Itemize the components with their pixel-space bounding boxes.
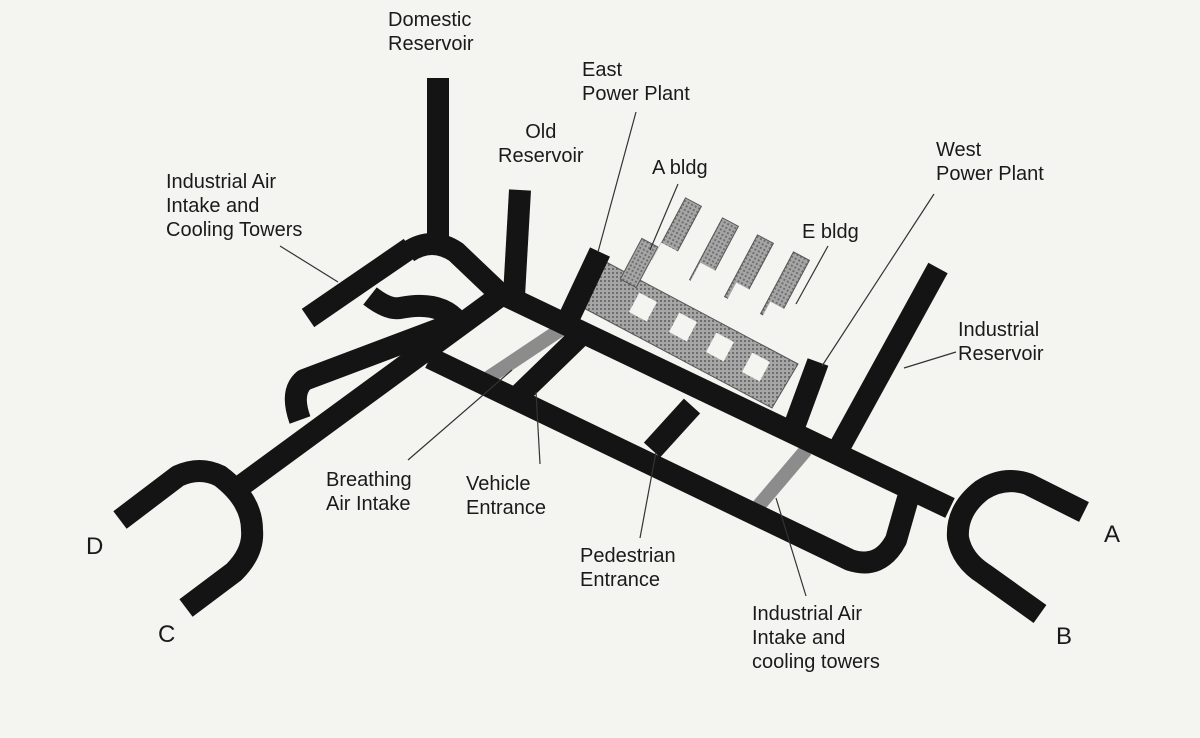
vehicle-entrance-tunnel: [508, 328, 588, 406]
tunnel-to-c-d: [231, 287, 507, 497]
leader-industrial-air-intake-right: [775, 497, 807, 597]
endpoint-a-label: A: [1104, 521, 1121, 548]
leader-industrial-air-intake-left: [279, 245, 339, 283]
leader-e-bldg: [795, 245, 829, 305]
left-loop: [284, 287, 469, 424]
pedestrian-entrance-tunnel: [643, 398, 701, 458]
main-tunnel: [401, 233, 955, 518]
leader-vehicle-entrance: [535, 391, 541, 465]
industrial-air-intake-left-tunnel: [301, 238, 417, 328]
industrial-reservoir-tunnel: [828, 262, 948, 456]
leader-breathing-air-intake: [407, 369, 513, 461]
old-reservoir-shaft: [503, 189, 531, 297]
a-bldg-shape: [579, 197, 811, 409]
lower-tunnel: [425, 348, 919, 574]
leader-pedestrian-entrance: [639, 451, 657, 539]
e-bldg-label: E bldg: [802, 221, 859, 243]
leader-industrial-reservoir: [903, 351, 957, 369]
breathing-air-intake-shaft: [484, 324, 564, 384]
endpoint-b-label: B: [1056, 623, 1073, 650]
cd-fork: [113, 460, 264, 617]
endpoint-c-label: C: [158, 621, 176, 648]
a-bldg-label: A bldg: [652, 157, 708, 179]
west-power-plant-tunnel: [779, 358, 829, 442]
leader-west-power-plant: [821, 193, 935, 367]
ab-fork: [946, 470, 1089, 623]
east-power-plant-tunnel: [558, 247, 610, 325]
leader-a-bldg: [649, 183, 679, 251]
endpoint-d-label: D: [86, 533, 104, 560]
leader-east-power-plant: [597, 111, 637, 253]
